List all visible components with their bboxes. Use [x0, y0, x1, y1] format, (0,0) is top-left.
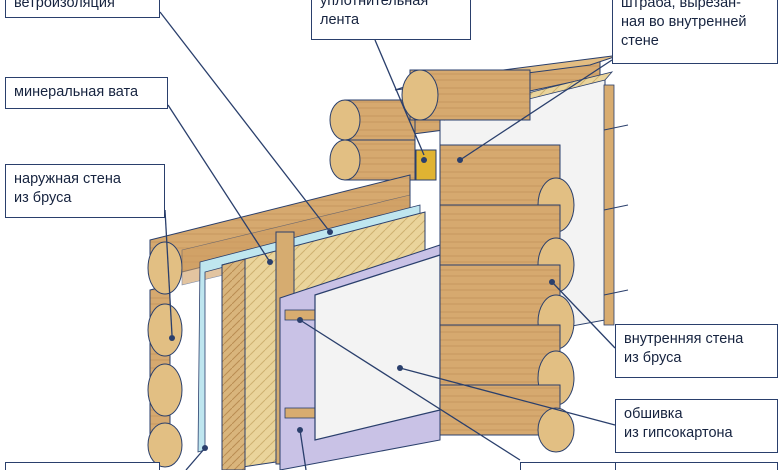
inner-wall-top-logs [329, 69, 531, 181]
callout-groove: штраба, вырезан- ная во внутренней стене [612, 0, 778, 64]
callout-sealing-tape: уплотнительная лента [311, 0, 471, 40]
callout-wind-barrier: ветроизоляция [5, 0, 160, 18]
callout-outer-wall: наружная стена из бруса [5, 164, 165, 218]
inner-wall-front-logs [439, 144, 575, 453]
callout-bottom-right [615, 462, 778, 470]
sealing-tape [415, 149, 437, 181]
leader-batten [299, 319, 521, 461]
leader-mineral-wool [167, 104, 271, 263]
leader-lines [159, 11, 616, 470]
callout-bottom-left [5, 462, 160, 470]
leader-groove [459, 59, 613, 161]
leader-wind-barrier [159, 11, 331, 233]
callout-mineral-wool: минеральная вата [5, 77, 168, 109]
wind-barrier-film [197, 204, 421, 453]
leader-wind-bottom [185, 447, 206, 470]
leader-dots [169, 157, 555, 451]
leader-drywall [399, 367, 616, 426]
leader-inner-wall [551, 281, 616, 349]
callout-drywall: обшивка из гипсокартона [615, 399, 778, 453]
callout-inner-wall: внутренняя стена из бруса [615, 324, 778, 378]
leader-outer-wall [164, 209, 173, 336]
callout-bottom-mid [520, 462, 620, 470]
leader-vapor [299, 429, 307, 470]
leader-sealing-tape [374, 39, 425, 156]
